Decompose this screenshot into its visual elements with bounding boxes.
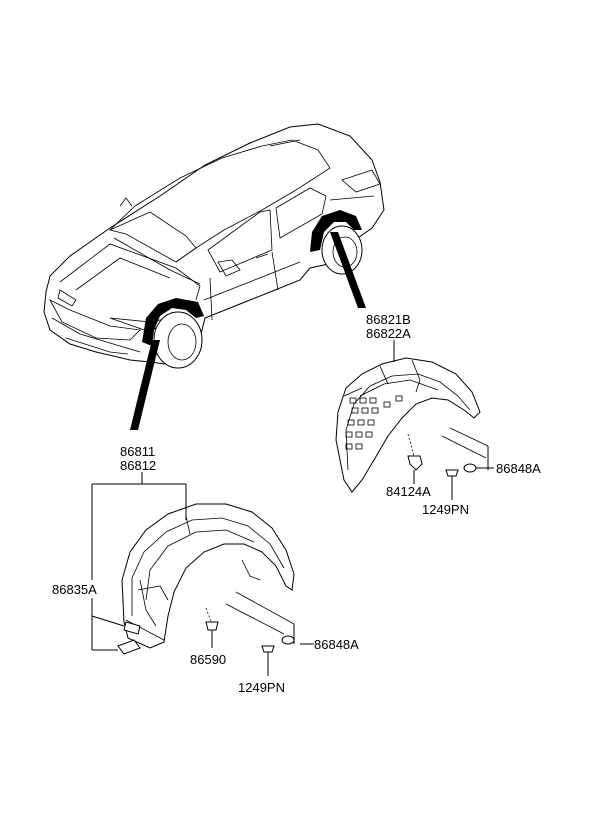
label-front-clip: 86590 <box>190 652 226 667</box>
front-clip-86590 <box>205 621 219 631</box>
label-front-grommet: 86848A <box>314 637 359 652</box>
label-rear-liner-b: 86822A <box>366 326 411 341</box>
label-front-bracket: 86835A <box>52 582 97 597</box>
rear-screw-1249PN <box>445 469 459 500</box>
label-rear-liner-a: 86821B <box>366 312 411 327</box>
front-callout-band <box>130 340 160 430</box>
label-rear-grommet: 86848A <box>496 461 541 476</box>
rear-leaders <box>393 340 494 470</box>
rear-nut-84124A <box>407 455 423 484</box>
label-rear-nut: 84124A <box>386 484 431 499</box>
rear-wheel-liner <box>335 357 481 493</box>
front-grommet-86848A <box>281 635 295 645</box>
car-illustration <box>43 123 385 430</box>
label-front-liner-a: 86811 <box>120 444 155 459</box>
label-rear-screw: 1249PN <box>422 502 469 517</box>
front-leaders <box>91 472 314 651</box>
rear-callout-band <box>330 232 366 308</box>
front-screw-1249PN <box>261 645 275 676</box>
front-wheel-liner <box>117 503 295 655</box>
rear-grommet-86848A <box>463 463 477 473</box>
label-front-screw: 1249PN <box>238 680 285 695</box>
label-front-liner-b: 86812 <box>120 458 156 473</box>
